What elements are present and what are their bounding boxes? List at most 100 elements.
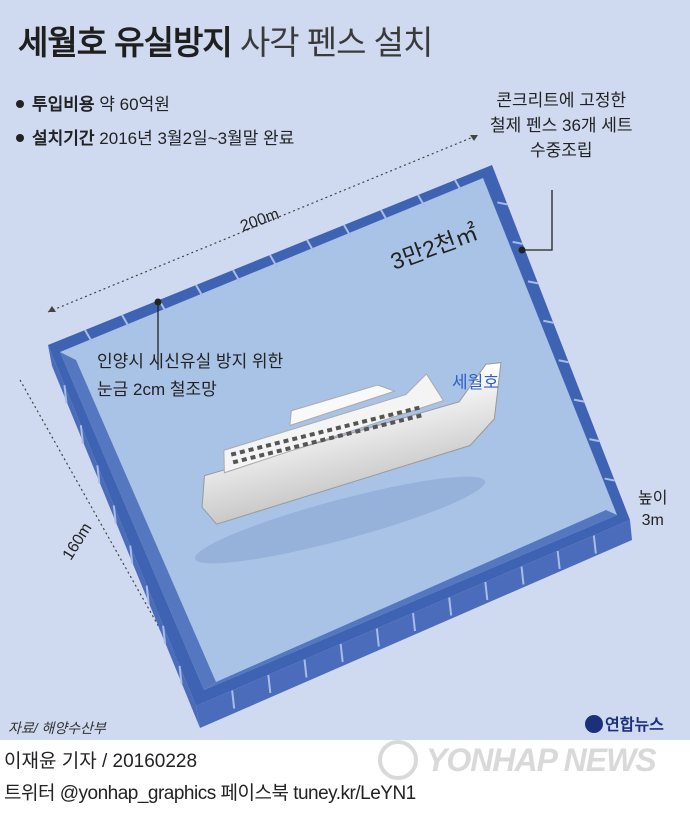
ship-window xyxy=(363,426,370,432)
bullet-cost: 투입비용 약 60억원 xyxy=(16,90,170,115)
height-value: 3m xyxy=(641,512,664,529)
fence-diagram xyxy=(19,134,632,728)
ship-window xyxy=(328,435,335,441)
fence-desc-line: 수중조립 xyxy=(530,141,593,160)
sns-info: 트위터 @yonhap_graphics 페이스북 tuney.kr/LeYN1 xyxy=(4,783,416,804)
fence-post xyxy=(79,425,84,444)
ship-window xyxy=(414,405,420,411)
watermark-text: YONHAP NEWS xyxy=(426,742,657,778)
ship-window xyxy=(300,434,307,440)
fence-post xyxy=(129,545,134,564)
bullet-period-value: 2016년 3월2일~3월말 완료 xyxy=(99,129,295,148)
ship-name-label: 세월호 xyxy=(452,373,499,392)
ship-window xyxy=(344,423,351,429)
leader-lines xyxy=(157,190,553,370)
ship-windows xyxy=(230,405,422,465)
fence-post xyxy=(145,585,150,604)
bullet-period-label: 설치기간 xyxy=(32,129,95,148)
fence-post xyxy=(232,269,241,283)
bullet-period: 설치기간 2016년 3월2일~3월말 완료 xyxy=(16,124,294,149)
fence-post xyxy=(84,329,93,343)
fence-left-inner-wall xyxy=(60,352,216,690)
title-light: 사각 펜스 설치 xyxy=(239,24,433,61)
ship-window xyxy=(302,441,309,447)
fence-post xyxy=(520,566,525,585)
ship-window xyxy=(319,437,326,443)
ship-window xyxy=(311,439,318,445)
width-arrow-icon xyxy=(470,135,478,141)
page-title: 세월호 유실방지 사각 펜스 설치 xyxy=(18,16,433,64)
width-arrow-icon xyxy=(48,306,56,312)
fence-post xyxy=(573,398,585,403)
ship-window xyxy=(372,424,379,430)
fence-post xyxy=(343,224,352,238)
ship-window xyxy=(241,457,248,463)
fence-front-inner-wall xyxy=(204,510,617,690)
fence-post xyxy=(589,438,600,443)
fence-post xyxy=(267,674,272,694)
infographic-panel: 세월호 유실방지 사각 펜스 설치 투입비용 약 60억원 설치기간 2016년… xyxy=(0,0,690,740)
ship-window xyxy=(285,446,291,452)
ship-window xyxy=(352,420,359,427)
net-description: 인양시 시신유실 방지 위한 눈금 2cm 철조망 xyxy=(97,348,283,404)
ship-window xyxy=(354,428,361,434)
fence-post xyxy=(604,477,615,482)
fence-posts xyxy=(63,179,615,709)
fence-post xyxy=(303,659,308,678)
fence-post xyxy=(375,628,380,647)
fence-description: 콘크리트에 고정한 철제 펜스 36개 세트 수중조립 xyxy=(490,88,633,163)
ship-window xyxy=(276,448,283,454)
ship-window xyxy=(387,412,394,418)
bullet-cost-label: 투입비용 xyxy=(32,95,95,114)
net-leader-dot xyxy=(154,298,162,306)
ship-window xyxy=(398,417,405,423)
ship-window xyxy=(381,422,387,428)
ship-window xyxy=(379,414,385,420)
bullet-dot-icon xyxy=(16,99,24,108)
fence-post xyxy=(231,690,236,709)
ship-window xyxy=(248,447,254,453)
ship-window xyxy=(415,413,422,419)
ship-window xyxy=(407,415,414,421)
fence-left-outer-wall xyxy=(48,345,200,728)
net-desc-line: 눈금 2cm 철조망 xyxy=(97,380,217,399)
ship-window xyxy=(337,433,344,439)
fence-post xyxy=(497,201,508,206)
ship-window xyxy=(265,442,272,448)
ship-window xyxy=(258,452,265,458)
fence-post xyxy=(121,314,130,328)
fence-desc-line: 콘크리트에 고정한 xyxy=(496,91,627,110)
fence-post xyxy=(412,612,416,632)
fence-post xyxy=(195,284,204,298)
fence-leader-dot xyxy=(518,246,526,254)
ship-window xyxy=(256,444,263,450)
height-label-text: 높이 xyxy=(638,490,668,507)
ship-window xyxy=(396,410,403,416)
net-desc-line: 인양시 시신유실 방지 위한 xyxy=(97,352,284,371)
ship-shadow xyxy=(195,476,485,564)
ship-window xyxy=(405,407,412,413)
fence-post xyxy=(417,194,426,208)
reporter-credit: 이재윤 기자 / 20160228 xyxy=(4,751,198,772)
fence-post xyxy=(556,550,561,570)
title-bold: 세월호 유실방지 xyxy=(18,24,233,61)
ship-window xyxy=(389,420,396,426)
logo-text: 연합뉴스 xyxy=(605,717,664,734)
ship-window xyxy=(267,450,274,456)
fence-post xyxy=(162,625,167,644)
ship-window xyxy=(309,431,316,437)
fence-post xyxy=(178,665,183,684)
fence-post xyxy=(543,319,554,324)
fence-post xyxy=(454,179,463,193)
height-label: 높이 3m xyxy=(638,488,667,532)
fence-post xyxy=(96,465,101,484)
ship-window xyxy=(370,416,377,422)
ship-window xyxy=(230,451,237,457)
fence-desc-line: 철제 펜스 36개 세트 xyxy=(490,116,633,135)
ship-window xyxy=(318,429,324,435)
fence-post xyxy=(63,385,68,404)
fence-post xyxy=(380,209,389,223)
ship-window xyxy=(239,449,246,455)
fence-post xyxy=(448,597,453,616)
watermark: YONHAP NEWS xyxy=(378,739,657,783)
